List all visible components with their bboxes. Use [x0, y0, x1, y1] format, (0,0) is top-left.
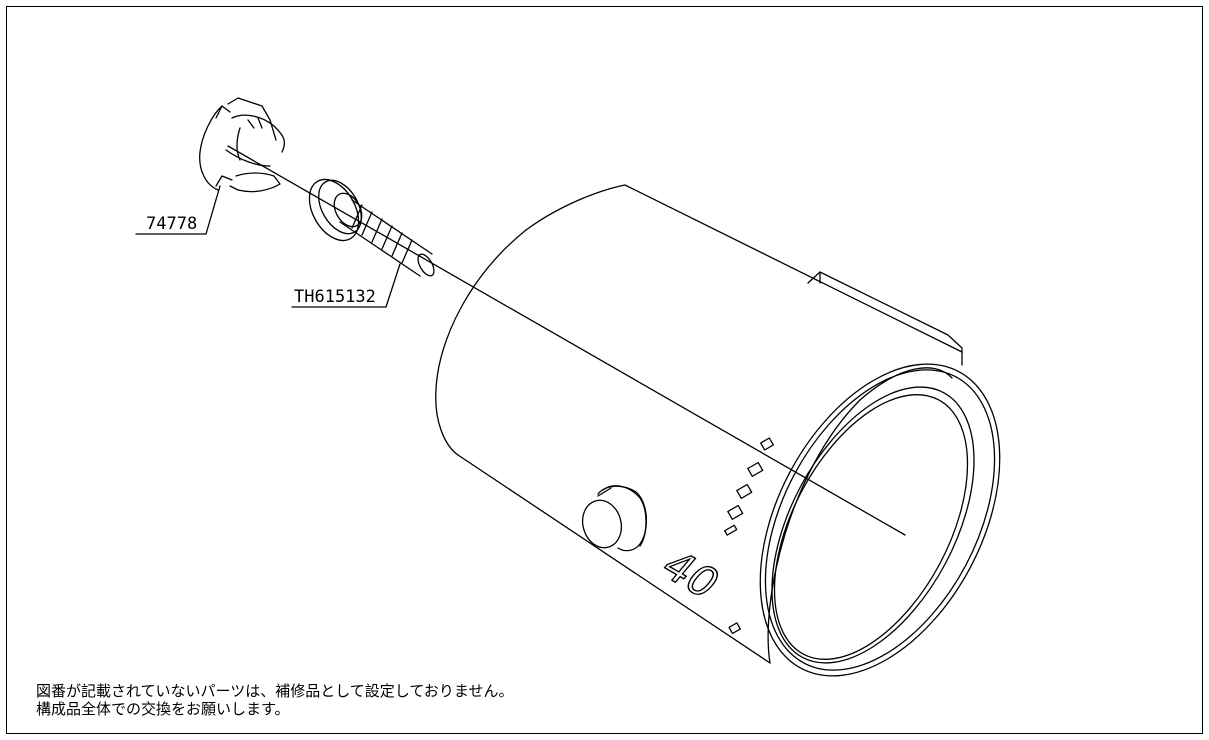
- drawing-frame: [6, 6, 1203, 734]
- screw: [308, 178, 435, 277]
- cap-part-number-label: 74778: [146, 214, 198, 234]
- assembly-axis-line: [227, 145, 906, 536]
- screw-part-number-label: TH615132: [294, 287, 376, 307]
- cap: [199, 97, 286, 193]
- push-button: [581, 485, 647, 552]
- note-line-1: 図番が記載されていないパーツは、補修品として設定しておりません。: [36, 682, 514, 700]
- dial-scale-marks: [724, 437, 774, 635]
- note-line-2: 構成品全体での交換をお願いします。: [36, 700, 290, 718]
- cap-leader-line: [135, 185, 221, 235]
- screw-leader-line: [291, 263, 401, 308]
- handle-body: [435, 184, 1001, 677]
